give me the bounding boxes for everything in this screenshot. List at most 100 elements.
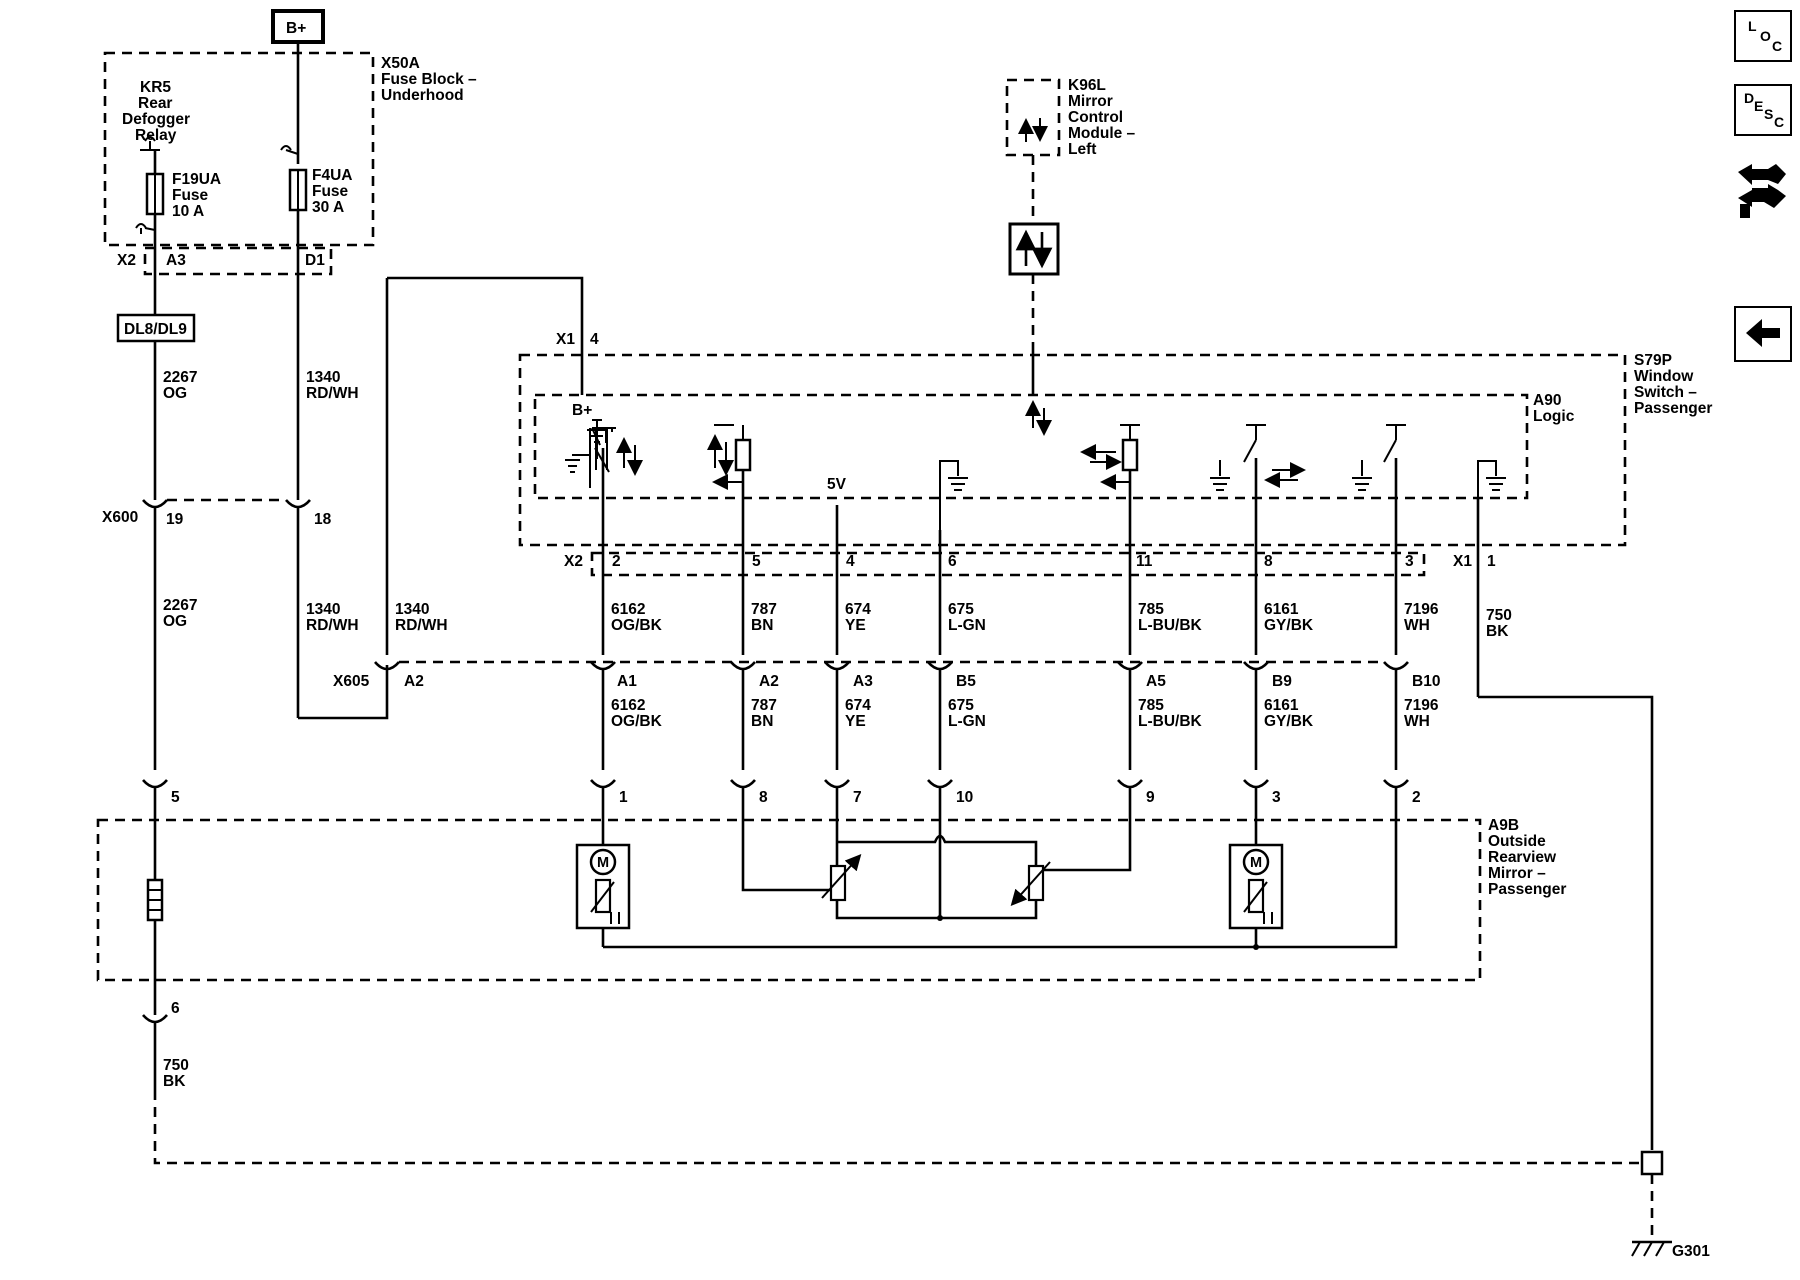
logic-label: A90 Logic	[1533, 392, 1575, 425]
desc-letter-c: C	[1774, 114, 1785, 130]
fuse-block-outline	[103, 51, 375, 247]
svg-text:6162: 6162	[611, 697, 645, 714]
mirror-label: A9B Outside Rearview Mirror – Passenger	[1488, 817, 1566, 898]
svg-text:Fuse: Fuse	[312, 183, 349, 200]
svg-text:L-GN: L-GN	[948, 713, 986, 730]
svg-text:RD/WH: RD/WH	[306, 385, 359, 402]
svg-text:RD/WH: RD/WH	[306, 617, 359, 634]
back-button[interactable]	[1734, 306, 1792, 362]
svg-text:750: 750	[163, 1057, 189, 1074]
back-arrow-icon	[1746, 319, 1780, 347]
svg-text:Window: Window	[1634, 368, 1694, 385]
switch-label: S79P Window Switch – Passenger	[1634, 352, 1712, 417]
svg-text:A90: A90	[1533, 392, 1561, 409]
svg-text:6: 6	[948, 553, 957, 570]
svg-text:Defogger: Defogger	[122, 111, 190, 128]
x1-top-pin: 4	[590, 331, 599, 348]
x2-label: X2	[117, 252, 136, 269]
description-button[interactable]: D E S C	[1734, 84, 1792, 136]
fuse-f4ua-label: F4UA Fuse 30 A	[312, 167, 352, 216]
svg-text:787: 787	[751, 697, 777, 714]
svg-text:BK: BK	[163, 1073, 186, 1090]
svg-text:Fuse: Fuse	[172, 187, 209, 204]
svg-text:OG: OG	[163, 385, 187, 402]
loc-letter-l: L	[1748, 18, 1757, 34]
sensor-wire-787	[741, 787, 830, 892]
svg-text:1340: 1340	[395, 601, 429, 618]
svg-text:Mirror: Mirror	[1068, 93, 1113, 110]
motor-2-label: M	[1250, 855, 1262, 871]
svg-text:6162: 6162	[611, 601, 645, 618]
svg-text:B9: B9	[1272, 673, 1292, 690]
svg-text:BN: BN	[751, 617, 773, 634]
5v-label: 5V	[827, 476, 847, 493]
svg-text:OG: OG	[163, 613, 187, 630]
svg-text:8: 8	[759, 789, 768, 806]
svg-text:1340: 1340	[306, 601, 340, 618]
logic-bidirectional-icon	[1025, 400, 1052, 436]
svg-text:5: 5	[752, 553, 761, 570]
svg-text:1: 1	[619, 789, 628, 806]
svg-text:674: 674	[845, 601, 871, 618]
svg-text:GY/BK: GY/BK	[1264, 713, 1314, 730]
sensor-wire-785	[1043, 787, 1132, 872]
mirror-assembly-outline	[96, 818, 1482, 982]
svg-text:2267: 2267	[163, 369, 197, 386]
svg-text:X50A: X50A	[381, 55, 420, 72]
svg-text:BK: BK	[1486, 623, 1509, 640]
wire-2267-label-1: 2267 OG	[163, 369, 197, 402]
svg-text:A1: A1	[617, 673, 637, 690]
svg-text:Passenger: Passenger	[1488, 881, 1566, 898]
svg-text:2: 2	[1412, 789, 1421, 806]
svg-text:785: 785	[1138, 601, 1164, 618]
loc-letter-o: O	[1760, 28, 1771, 44]
switch-element-11	[1080, 424, 1140, 490]
svg-text:RD/WH: RD/WH	[395, 617, 448, 634]
svg-text:7196: 7196	[1404, 697, 1439, 714]
svg-text:GY/BK: GY/BK	[1264, 617, 1314, 634]
desc-letter-s: S	[1764, 106, 1774, 122]
svg-text:Control: Control	[1068, 109, 1123, 126]
ground-g301-icon	[1631, 1240, 1672, 1257]
svg-text:4: 4	[846, 553, 855, 570]
connector-tool-button[interactable]	[1734, 160, 1792, 222]
svg-text:Underhood: Underhood	[381, 87, 464, 104]
svg-text:6161: 6161	[1264, 697, 1299, 714]
switch-element-ground-x1	[1477, 460, 1506, 545]
svg-text:1340: 1340	[306, 369, 340, 386]
svg-text:Logic: Logic	[1533, 408, 1575, 425]
logic-bplus-label: B+	[572, 402, 592, 419]
window-switch-outline	[518, 353, 1627, 547]
svg-text:OG/BK: OG/BK	[611, 617, 663, 634]
switch-x2-connector	[590, 551, 1426, 577]
svg-text:675: 675	[948, 697, 974, 714]
svg-text:Relay: Relay	[135, 127, 177, 144]
svg-text:K96L: K96L	[1068, 77, 1106, 94]
switch-element-3	[1352, 424, 1406, 491]
ground-dashed-path	[153, 1090, 1640, 1165]
svg-text:674: 674	[845, 697, 871, 714]
svg-text:F19UA: F19UA	[172, 171, 221, 188]
switch-element-1	[565, 419, 643, 488]
svg-text:WH: WH	[1404, 617, 1430, 634]
k96l-label: K96L Mirror Control Module – Left	[1068, 77, 1136, 158]
x605-pin-labels: A1 A2 A3 B5 A5 B9 B10	[617, 673, 1440, 690]
wire-1340-label-3: 1340 RD/WH	[395, 601, 448, 634]
svg-text:9: 9	[1146, 789, 1155, 806]
svg-text:30 A: 30 A	[312, 199, 344, 216]
svg-text:S79P: S79P	[1634, 352, 1672, 369]
logic-module-outline	[533, 393, 1529, 500]
connector-tool-icon	[1738, 164, 1786, 218]
svg-text:L-BU/BK: L-BU/BK	[1138, 713, 1203, 730]
svg-text:10 A: 10 A	[172, 203, 204, 220]
svg-text:7196: 7196	[1404, 601, 1439, 618]
svg-text:675: 675	[948, 601, 974, 618]
svg-text:7: 7	[853, 789, 862, 806]
svg-text:L-BU/BK: L-BU/BK	[1138, 617, 1203, 634]
svg-text:2267: 2267	[163, 597, 197, 614]
svg-text:B10: B10	[1412, 673, 1440, 690]
svg-text:Rearview: Rearview	[1488, 849, 1557, 866]
desc-letter-e: E	[1754, 98, 1764, 114]
location-button[interactable]: L O C	[1734, 10, 1792, 62]
